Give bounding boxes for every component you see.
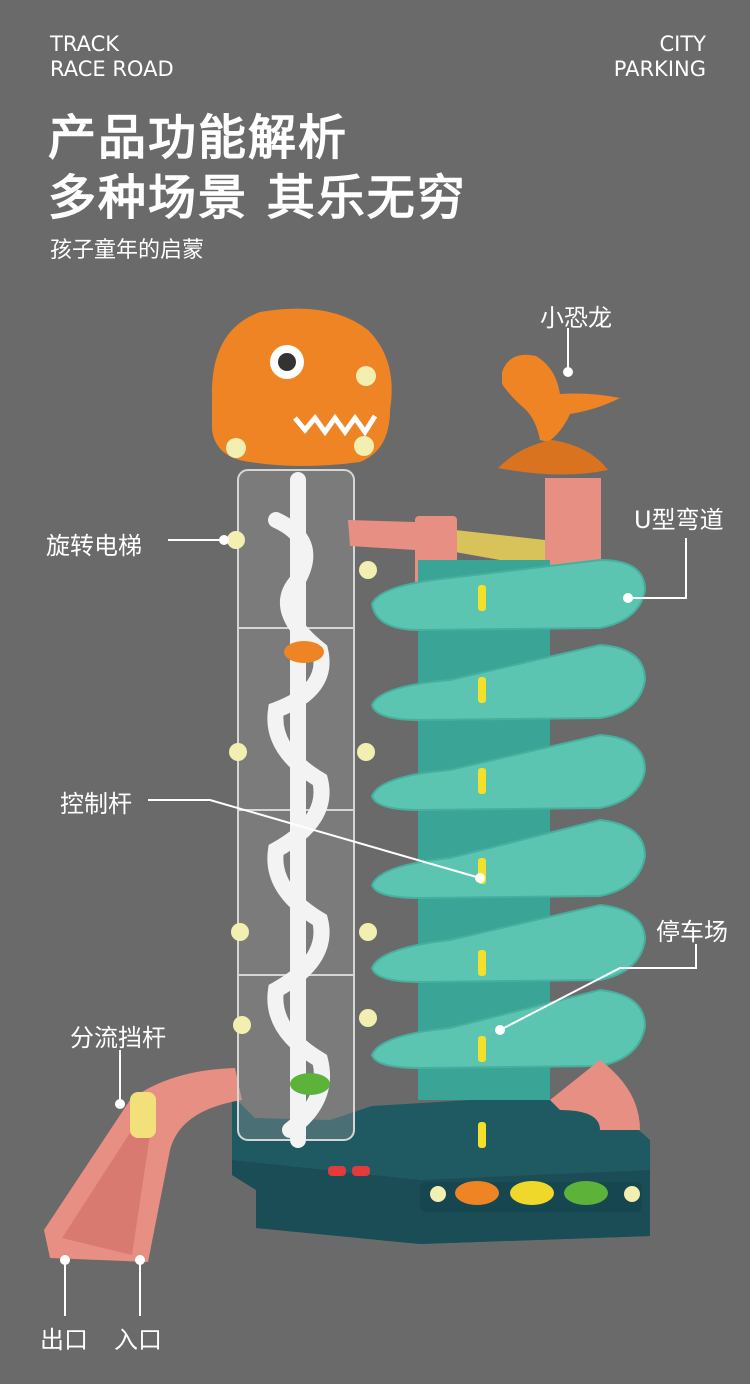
elevator-spiral	[267, 472, 330, 1148]
small-dino-figure	[502, 354, 620, 442]
corner-right-line-1: CITY	[659, 32, 706, 56]
callout-dots	[60, 367, 633, 1265]
toy-dino-yellow	[510, 1181, 554, 1205]
page-title: 产品功能解析	[48, 110, 349, 166]
page-subtitle: 孩子童年的启蒙	[50, 238, 205, 263]
callout-parking: 停车场	[656, 918, 728, 946]
diverter-lever	[130, 1092, 156, 1138]
screw	[354, 436, 374, 456]
screw	[226, 438, 246, 458]
tube-bolts	[227, 531, 377, 1034]
screw	[356, 366, 376, 386]
page-title-secondary: 多种场景 其乐无穷	[48, 170, 467, 226]
callout-dinosaur: 小恐龙	[540, 304, 612, 332]
corner-text-left: TRACK RACE ROAD	[50, 32, 174, 82]
dino-teeth	[293, 413, 378, 437]
toy-dino-in-tube	[284, 641, 324, 663]
corner-left-line-1: TRACK	[50, 32, 119, 56]
dino-pupil	[278, 353, 296, 371]
callout-exit: 出口	[40, 1326, 88, 1354]
toy-dino-orange	[455, 1181, 499, 1205]
start-button	[328, 1166, 346, 1176]
corner-text-right: CITY PARKING	[614, 32, 706, 82]
start-button-2	[352, 1166, 370, 1176]
small-dino-stand	[498, 440, 608, 475]
yellow-bridge	[455, 530, 545, 568]
pink-bridge	[348, 520, 415, 550]
corner-left-line-2: RACE ROAD	[50, 57, 174, 81]
bolt	[624, 1186, 640, 1202]
pink-bottom-curve	[550, 1060, 640, 1130]
pink-ramp-inner	[62, 1125, 150, 1255]
toy-dino-green-in-tube	[290, 1073, 330, 1095]
pink-pillar	[545, 478, 601, 568]
callout-spiral-elevator: 旋转电梯	[46, 532, 142, 560]
control-levers	[478, 585, 486, 1148]
bolt	[430, 1186, 446, 1202]
corner-right-line-2: PARKING	[613, 57, 706, 81]
callout-lines	[64, 328, 697, 1316]
toy-dino-green	[564, 1181, 608, 1205]
callout-u-curve: U型弯道	[634, 506, 724, 534]
teal-tracks	[370, 558, 647, 1070]
callout-entrance: 入口	[114, 1326, 162, 1354]
callout-control-lever: 控制杆	[60, 790, 132, 818]
callout-diverter: 分流挡杆	[70, 1024, 166, 1052]
